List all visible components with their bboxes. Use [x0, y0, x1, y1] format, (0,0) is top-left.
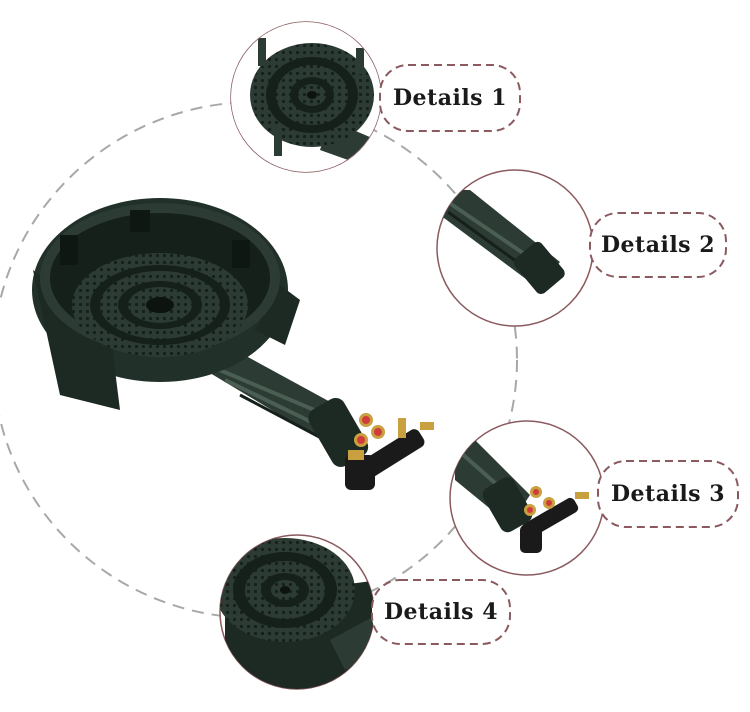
detail-2-label-box: [589, 212, 727, 278]
detail-4-group: [219, 534, 511, 690]
main-burner-image: [32, 198, 434, 490]
valve-assembly: [345, 413, 434, 490]
detail-4-label: Details 4: [383, 599, 499, 625]
detail-3-group: [449, 420, 739, 576]
detail-2-group: [436, 169, 727, 327]
detail-1-group: [230, 21, 521, 173]
detail-3-label: Details 3: [610, 481, 726, 507]
detail-2-label: Details 2: [600, 232, 716, 258]
detail-1-label: Details 1: [392, 85, 508, 111]
detail-1-label-box: [379, 64, 521, 132]
detail-3-label-box: [597, 460, 739, 528]
detail-4-label-box: [371, 579, 511, 645]
